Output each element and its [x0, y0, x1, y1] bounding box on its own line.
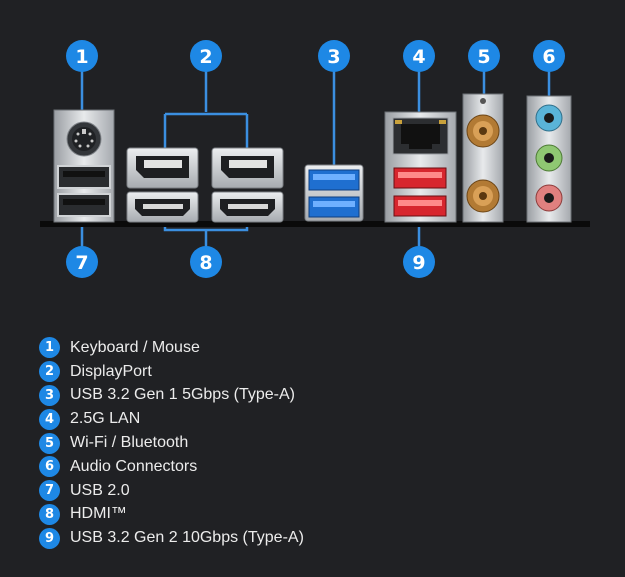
- badge-6: 6: [533, 40, 565, 72]
- badge-3: 3: [318, 40, 350, 72]
- rear-io-diagram: 1 2 3 4 5 6 7 8 9: [40, 40, 590, 278]
- legend-item: 5 Wi-Fi / Bluetooth: [39, 431, 304, 455]
- legend-badge: 6: [39, 456, 60, 478]
- badge-7: 7: [66, 246, 98, 278]
- legend-item: 4 2.5G LAN: [39, 407, 304, 431]
- legend-label: Audio Connectors: [70, 457, 198, 475]
- badge-number: 4: [412, 46, 425, 68]
- badge-number: 2: [199, 46, 212, 68]
- legend-badge: 7: [39, 480, 60, 502]
- badge-1: 1: [66, 40, 98, 72]
- ps2-port-icon: [66, 121, 102, 157]
- legend-item: 9 USB 3.2 Gen 2 10Gbps (Type-A): [39, 526, 304, 550]
- ps2-usb2-block: [53, 109, 115, 223]
- dp-hdmi-block: [126, 147, 284, 223]
- displayport-icon: [126, 147, 284, 189]
- legend-label: Keyboard / Mouse: [70, 338, 200, 356]
- usb32-gen1-block: [304, 164, 364, 222]
- legend-item: 1 Keyboard / Mouse: [39, 336, 304, 360]
- legend-badge: 5: [39, 432, 60, 454]
- legend-label: Wi-Fi / Bluetooth: [70, 434, 189, 452]
- badge-number: 7: [75, 252, 88, 274]
- legend-item: 6 Audio Connectors: [39, 455, 304, 479]
- lan-usb32-gen2-block: [384, 111, 457, 223]
- legend-badge: 1: [39, 337, 60, 359]
- audio-block: [526, 95, 572, 223]
- legend-badge: 2: [39, 361, 60, 383]
- badge-2: 2: [190, 40, 222, 72]
- badge-number: 3: [327, 46, 340, 68]
- badge-8: 8: [190, 246, 222, 278]
- badge-4: 4: [403, 40, 435, 72]
- legend-item: 8 HDMI™: [39, 503, 304, 527]
- usb-port-icon: [393, 167, 447, 217]
- legend-label: HDMI™: [70, 505, 127, 523]
- badge-number: 5: [477, 46, 490, 68]
- rj45-port-icon: [392, 117, 449, 155]
- legend-label: USB 3.2 Gen 1 5Gbps (Type-A): [70, 386, 295, 404]
- legend-label: USB 2.0: [70, 481, 130, 499]
- audio-jack-icon: [535, 104, 563, 212]
- badge-number: 1: [75, 46, 88, 68]
- legend-label: USB 3.2 Gen 2 10Gbps (Type-A): [70, 529, 304, 547]
- badge-number: 6: [542, 46, 555, 68]
- badge-5: 5: [468, 40, 500, 72]
- legend-label: DisplayPort: [70, 362, 152, 380]
- badge-number: 8: [199, 252, 212, 274]
- legend-badge: 4: [39, 408, 60, 430]
- legend-item: 7 USB 2.0: [39, 479, 304, 503]
- antenna-block: [462, 93, 504, 223]
- legend-badge: 3: [39, 384, 60, 406]
- io-baseline: [40, 221, 590, 227]
- legend-item: 3 USB 3.2 Gen 1 5Gbps (Type-A): [39, 384, 304, 408]
- legend-item: 2 DisplayPort: [39, 360, 304, 384]
- usb-port-icon: [57, 165, 111, 217]
- antenna-connector-icon: [466, 114, 500, 213]
- legend-badge: 9: [39, 527, 60, 549]
- hdmi-port-icon: [126, 191, 284, 223]
- legend-badge: 8: [39, 503, 60, 525]
- badge-number: 9: [412, 252, 425, 274]
- badge-9: 9: [403, 246, 435, 278]
- legend-label: 2.5G LAN: [70, 410, 141, 428]
